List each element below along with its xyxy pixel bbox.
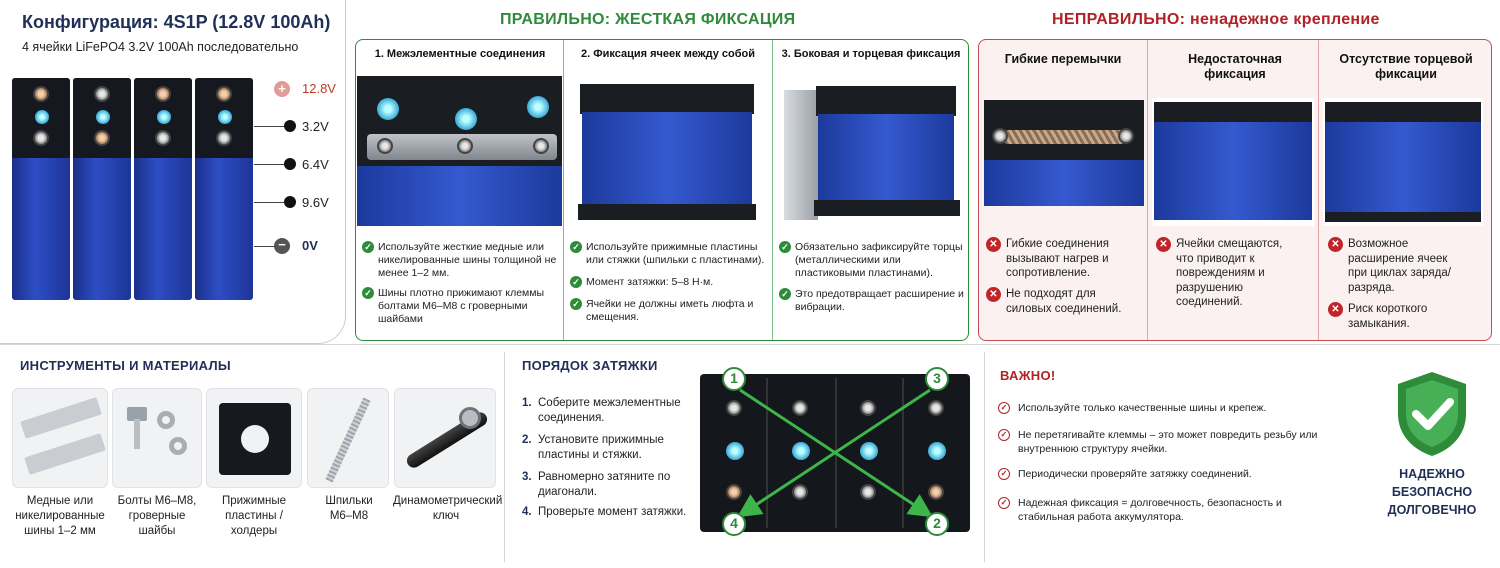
check-circle-icon: ✓ [570, 298, 582, 310]
correct-col2-bullet: ✓Используйте прижимные пластины или стяж… [570, 241, 768, 267]
voltage-label-6v4: 6.4V [302, 157, 329, 172]
tool-label-wrench: Динамометрический ключ [393, 495, 503, 522]
wrong-col3-bullet: ✕Возможное расширение ячеек при циклах з… [1328, 237, 1468, 295]
correct-col2-heading: 2. Фиксация ячеек между собой [580, 48, 756, 60]
voltage-label-9v6: 9.6V [302, 195, 329, 210]
check-outline-icon: ✓ [998, 402, 1010, 414]
badge-text-safe: БЕЗОПАСНО [1391, 485, 1473, 499]
sequence-marker-4: 4 [722, 512, 746, 536]
correct-col1-heading: 1. Межэлементные соединения [374, 48, 546, 60]
flexible-jumper-photo [984, 100, 1144, 206]
tool-label-studs: Шпильки М6–М8 [325, 495, 373, 522]
important-title: ВАЖНО! [1000, 368, 1056, 383]
voltage-label-3v2: 3.2V [302, 119, 329, 134]
badge-text-reliable: НАДЕЖНО [1399, 467, 1465, 481]
loose-cells-photo [1152, 98, 1314, 226]
node-marker-icon [284, 158, 296, 170]
important-item: ✓Периодически проверяйте затяжку соедине… [998, 467, 1338, 481]
check-circle-icon: ✓ [362, 287, 374, 299]
torque-wrench-tool-image [394, 388, 496, 488]
order-step: 1.Соберите межэлементные соединения. [522, 397, 681, 424]
end-plate-photo [780, 76, 966, 226]
tightening-diagram [700, 374, 970, 532]
wrong-col3-heading: Отсутствие торцевой фиксации [1339, 52, 1473, 81]
no-end-plate-photo [1323, 98, 1483, 226]
sequence-marker-2: 2 [925, 512, 949, 536]
check-circle-icon: ✓ [362, 241, 374, 253]
correct-col3-bullet: ✓Это предотвращает расширение и вибрации… [779, 288, 967, 314]
badge-text-durable: ДОЛГОВЕЧНО [1387, 503, 1477, 517]
check-circle-icon: ✓ [570, 276, 582, 288]
important-item: ✓Не перетягивайте клеммы – это может пов… [998, 428, 1338, 456]
important-item: ✓Используйте только качественные шины и … [998, 401, 1338, 415]
busbar-photo [357, 76, 562, 226]
sequence-marker-1: 1 [722, 367, 746, 391]
wrong-col1-bullet: ✕Не подходят для силовых соединений. [986, 287, 1144, 316]
order-step: 3.Равномерно затяните по диагонали. [522, 471, 671, 498]
correct-col1-bullet: ✓Используйте жесткие медные или никелиро… [362, 241, 558, 280]
holder-tool-image [206, 388, 302, 488]
order-title: ПОРЯДОК ЗАТЯЖКИ [522, 358, 658, 373]
check-circle-icon: ✓ [779, 288, 791, 300]
wrong-col2-bullet: ✕Ячейки смещаются, что приводит к повреж… [1156, 237, 1286, 310]
correct-col2-bullet: ✓Момент затяжки: 5–8 Н·м. [570, 276, 768, 289]
node-marker-icon [284, 120, 296, 132]
sequence-marker-3: 3 [925, 367, 949, 391]
x-circle-icon: ✕ [986, 237, 1001, 252]
tool-label-holders: Прижимные пластины / холдеры [221, 495, 287, 537]
diagonal-arrows-icon [736, 388, 934, 518]
config-panel: Конфигурация: 4S1P (12.8V 100Ah) 4 ячейк… [0, 0, 346, 344]
config-title: Конфигурация: 4S1P (12.8V 100Ah) [22, 12, 331, 32]
plus-terminal-icon: + [274, 81, 290, 97]
order-step: 4.Проверьте момент затяжки. [522, 506, 687, 518]
tools-title: ИНСТРУМЕНТЫ И МАТЕРИАЛЫ [20, 358, 231, 373]
shield-check-icon [1398, 372, 1466, 456]
wrong-col3-bullet: ✕Риск короткого замыкания. [1328, 302, 1468, 331]
stud-tool-image [307, 388, 389, 488]
check-circle-icon: ✓ [779, 241, 791, 253]
check-circle-icon: ✓ [570, 241, 582, 253]
config-subtitle: 4 ячейки LiFePO4 3.2V 100Ah последовател… [22, 40, 299, 54]
x-circle-icon: ✕ [1328, 237, 1343, 252]
tool-label-bolts: Болты М6–М8, гроверные шайбы [117, 495, 197, 537]
x-circle-icon: ✕ [986, 287, 1001, 302]
busbar-tool-image [12, 388, 108, 488]
check-outline-icon: ✓ [998, 429, 1010, 441]
important-item: ✓Надежная фиксация = долговечность, безо… [998, 496, 1338, 524]
correct-col1-bullet: ✓Шины плотно прижимают клеммы болтами М6… [362, 287, 558, 326]
clamped-cells-photo [572, 76, 762, 226]
correct-col3-heading: 3. Боковая и торцевая фиксация [781, 48, 961, 60]
tool-label-busbar: Медные или никелированные шины 1–2 мм [15, 495, 105, 537]
x-circle-icon: ✕ [1328, 302, 1343, 317]
correct-panel [355, 39, 969, 341]
wrong-title: НЕПРАВИЛЬНО: ненадежное крепление [1052, 11, 1380, 28]
voltage-label-0v: 0V [302, 238, 318, 253]
correct-title: ПРАВИЛЬНО: ЖЕСТКАЯ ФИКСАЦИЯ [500, 11, 796, 28]
correct-col3-bullet: ✓Обязательно зафиксируйте торцы (металли… [779, 241, 967, 280]
wrong-col1-heading: Гибкие перемычки [1004, 52, 1122, 66]
bolts-tool-image [112, 388, 202, 488]
node-marker-icon [284, 196, 296, 208]
wrong-col2-heading: Недостаточная фиксация [1188, 52, 1282, 81]
voltage-label-12v8: 12.8V [302, 81, 336, 96]
minus-terminal-icon: − [274, 238, 290, 254]
check-outline-icon: ✓ [998, 497, 1010, 509]
wrong-col1-bullet: ✕Гибкие соединения вызывают нагрев и соп… [986, 237, 1144, 281]
check-outline-icon: ✓ [998, 468, 1010, 480]
correct-col2-bullet: ✓Ячейки не должны иметь люфта и смещения… [570, 298, 760, 324]
x-circle-icon: ✕ [1156, 237, 1171, 252]
order-step: 2.Установите прижимные пластины и стяжки… [522, 434, 664, 461]
